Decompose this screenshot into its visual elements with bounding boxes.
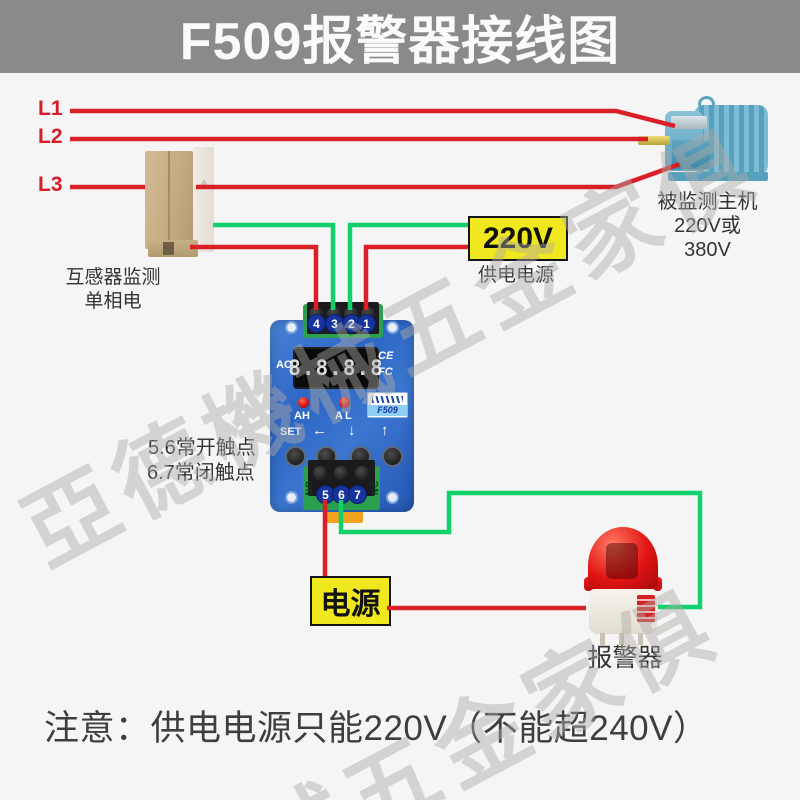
contact-note-1: 5.6常开触点 xyxy=(148,437,256,459)
set-button xyxy=(285,446,306,467)
transformer-label-line2: 单相电 xyxy=(84,290,142,312)
wire-l1 xyxy=(70,108,676,129)
terminal-badge-4: 4 xyxy=(307,314,326,333)
seven-segment-display: 8.8.8.8 xyxy=(288,347,383,389)
motor-label-line3: 380V xyxy=(684,239,731,261)
transformer-wire-hole xyxy=(163,242,174,255)
supply-voltage-box: 220V xyxy=(468,216,568,261)
phase-label-l1: L1 xyxy=(38,97,63,120)
phase-label-l3: L3 xyxy=(38,173,63,196)
title-banner: F509报警器接线图 xyxy=(0,0,800,73)
alarm-label-sticker xyxy=(637,595,655,622)
alarm-pin xyxy=(638,633,643,645)
display-value: 8.8.8.8 xyxy=(288,356,384,380)
alarm-reflector xyxy=(606,543,638,579)
screw-hole xyxy=(386,491,399,504)
page-title: F509报警器接线图 xyxy=(179,13,621,71)
no-contact-label: NO xyxy=(304,480,314,496)
brand-logo xyxy=(372,396,403,403)
led-ah-label: AH xyxy=(294,410,310,422)
terminal-badge-7: 7 xyxy=(348,485,367,504)
led-ah-icon xyxy=(298,397,309,408)
motor-label: 被监测主机 220V或 380V xyxy=(640,190,775,262)
footer-note: 注意：供电电源只能220V（不能超240V） xyxy=(44,709,709,748)
power-box-value: 电源 xyxy=(320,588,381,621)
current-transformer xyxy=(143,143,218,261)
transformer-side-face xyxy=(193,147,214,252)
led-al-label: AL xyxy=(335,410,354,422)
wire-ct-to-terminal3 xyxy=(213,222,336,310)
brand-model: F509 xyxy=(368,405,407,416)
motor-nameplate xyxy=(671,116,707,129)
screw-hole xyxy=(285,491,298,504)
motor-base xyxy=(668,172,768,181)
transformer-seam xyxy=(168,151,170,249)
phase-label-l2: L2 xyxy=(38,125,63,148)
transformer-arrow-mark xyxy=(198,179,210,189)
brand-sticker: F509 xyxy=(367,392,408,418)
terminal-badge-1: 1 xyxy=(357,314,376,333)
monitored-motor xyxy=(638,96,778,184)
transformer-label-line1: 互感器监测 xyxy=(65,267,161,288)
nc-contact-label: NC xyxy=(370,480,380,495)
alarm-label: 报警器 xyxy=(587,644,663,672)
ce-mark: CE xyxy=(378,350,394,362)
supply-voltage-value: 220V xyxy=(482,221,554,255)
motor-label-line2: 220V或 xyxy=(674,215,741,237)
alarm-beacon xyxy=(580,525,668,647)
screw-hole xyxy=(285,321,298,334)
supply-label: 供电电源 xyxy=(477,265,554,286)
terminal-screw xyxy=(334,466,348,480)
arrow-down-icon: ↓ xyxy=(348,422,356,439)
led-al-icon xyxy=(339,397,350,408)
wire-l3-right xyxy=(196,161,681,190)
fcc-mark: FC xyxy=(378,366,393,378)
ac-label: AC xyxy=(276,359,292,371)
set-button-label: SET xyxy=(280,426,302,438)
wire-supply-to-terminal2 xyxy=(347,222,468,310)
terminal-screw xyxy=(355,466,369,480)
controller-device: 4 3 2 1 8.8.8.8 AC CE FC AH AL F509 SET … xyxy=(268,300,416,532)
terminal-screw xyxy=(313,466,327,480)
screw-hole xyxy=(386,321,399,334)
contact-note-2: 6.7常闭触点 xyxy=(147,462,255,484)
motor-junction-box xyxy=(672,140,710,169)
motor-shaft xyxy=(638,136,670,145)
power-box: 电源 xyxy=(310,576,391,626)
arrow-up-icon: ↑ xyxy=(381,422,389,439)
alarm-pin xyxy=(619,633,624,645)
up-button xyxy=(382,446,403,467)
motor-label-line1: 被监测主机 xyxy=(657,191,758,213)
alarm-pin xyxy=(600,633,605,645)
arrow-left-icon: ← xyxy=(312,422,327,439)
transformer-label: 互感器监测 单相电 xyxy=(52,266,174,314)
